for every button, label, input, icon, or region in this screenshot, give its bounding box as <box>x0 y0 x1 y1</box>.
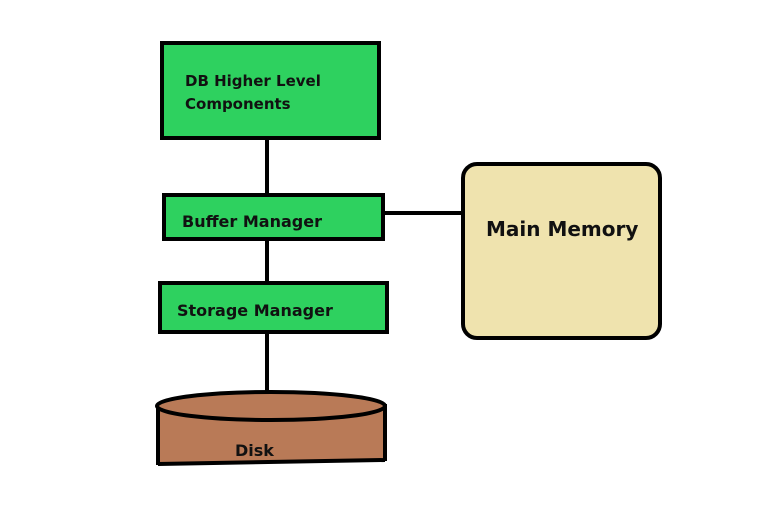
main-memory-label: Main Memory <box>486 217 638 241</box>
disk-top <box>155 390 387 422</box>
storage-manager-box <box>158 281 389 334</box>
node-main-memory: Main Memory <box>461 162 662 340</box>
node-disk: Disk <box>155 390 387 466</box>
buffer-manager-label: Buffer Manager <box>182 212 322 231</box>
main-memory-box <box>461 162 662 340</box>
higher-level-label-line2: Components <box>185 95 291 113</box>
node-buffer-manager: Buffer Manager <box>162 193 385 241</box>
higher-level-box <box>160 41 381 140</box>
disk-label: Disk <box>235 441 274 460</box>
storage-manager-label: Storage Manager <box>177 301 333 320</box>
node-higher-level-components: DB Higher Level Components <box>160 41 381 140</box>
disk-bottom-edge <box>157 458 386 466</box>
node-storage-manager: Storage Manager <box>158 281 389 334</box>
higher-level-label-line1: DB Higher Level <box>185 72 321 90</box>
disk-body <box>158 406 385 464</box>
buffer-manager-box <box>162 193 385 241</box>
